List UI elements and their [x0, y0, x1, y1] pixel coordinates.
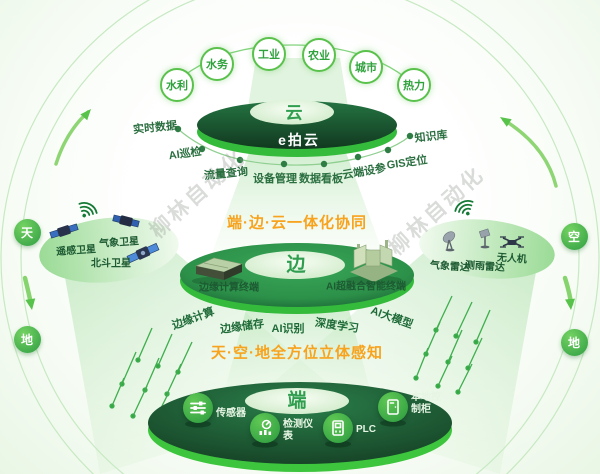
- edge-device-label: AI超融合智能终端: [326, 281, 406, 293]
- ground-label: 地: [20, 332, 33, 347]
- sector-circle-water-conservancy: 水利: [160, 68, 194, 102]
- hatch-lines-left: [109, 327, 193, 423]
- wifi-icon: [454, 200, 474, 216]
- arrow-up-left: [54, 109, 91, 166]
- sky-leaf: [39, 217, 179, 283]
- edge-device-label: 边缘计算终端: [199, 282, 259, 294]
- end-device-label: 本地控制柜: [411, 392, 441, 415]
- end-char: 端: [287, 390, 307, 412]
- cabinet-icon-glyph: [387, 399, 399, 415]
- sector-label: 水务: [206, 59, 228, 71]
- sector-circle-city: 城市: [349, 50, 383, 84]
- edge-platform: [180, 240, 414, 314]
- edge-terminal-device: [195, 257, 243, 280]
- air-circle: 空: [560, 222, 588, 250]
- radar-icon: [442, 231, 456, 252]
- cloud-feature-arc: [177, 128, 411, 166]
- sky-circle: 天: [13, 218, 41, 246]
- sensor-icon-glyph: [190, 401, 206, 415]
- cloud-feature-label: 知识库: [414, 129, 449, 145]
- sector-label: 城市: [355, 62, 377, 74]
- arrow-down-left: [22, 275, 36, 310]
- banner-cloud-edge-end-synergy: 端·边·云一体化协同: [227, 214, 367, 232]
- meter-icon-glyph: [259, 419, 272, 435]
- air-item-label: 无人机: [496, 252, 528, 266]
- ai-terminal-device: [350, 240, 398, 282]
- plc-icon: [323, 413, 353, 443]
- beam-cloud-to-edge: [212, 150, 383, 253]
- end-platform: [148, 382, 452, 472]
- end-device-label: 传感器: [216, 408, 246, 419]
- sector-circle-heating: 热力: [397, 68, 431, 102]
- meter-icon: [250, 413, 280, 443]
- drone-icon: [500, 236, 524, 248]
- wifi-icon: [78, 202, 98, 218]
- sector-circle-industry: 工业: [252, 37, 286, 71]
- satellite-icon: [126, 242, 160, 264]
- sensor-icon: [183, 393, 213, 423]
- cloud-feature-label: 设备管理: [253, 173, 297, 185]
- cloud-feature-label: 数据看板: [299, 173, 343, 185]
- ground-circle-left: 地: [13, 325, 41, 353]
- sector-label: 热力: [403, 80, 425, 92]
- edge-char: 边: [286, 254, 306, 276]
- sky-label: 天: [20, 225, 33, 240]
- sector-circle-water-affairs: 水务: [200, 47, 234, 81]
- arrow-up-right: [500, 117, 558, 188]
- cloud-platform: [197, 99, 397, 157]
- satellite-icon: [49, 223, 79, 239]
- sky-item-label: 北斗卫星: [91, 258, 131, 270]
- hatch-lines-right: [413, 295, 491, 395]
- cloud-platform-name: e拍云: [278, 132, 320, 148]
- sector-label: 工业: [258, 49, 280, 61]
- sector-label: 农业: [308, 50, 330, 62]
- cloud-feature-dots: [174, 125, 414, 168]
- radar-icon: [478, 228, 491, 249]
- ground-circle-right: 地: [560, 328, 588, 356]
- satellite-icon: [112, 214, 140, 228]
- edge-capability-label: AI识别: [271, 323, 305, 335]
- sky-item-label: 气象卫星: [98, 236, 140, 250]
- ground-label: 地: [567, 335, 580, 350]
- sector-label: 水利: [166, 80, 188, 92]
- cloud-char: 云: [285, 103, 303, 123]
- plc-icon-glyph: [332, 420, 344, 436]
- sector-circle-agriculture: 农业: [302, 38, 336, 72]
- cabinet-icon: [378, 392, 408, 422]
- arrow-down-right: [562, 275, 576, 310]
- air-label: 空: [567, 229, 580, 244]
- end-device-label: 检测仪表: [283, 419, 313, 442]
- end-device-label: PLC: [356, 424, 376, 435]
- banner-sky-air-ground-sensing: 天·空·地全方位立体感知: [211, 344, 383, 362]
